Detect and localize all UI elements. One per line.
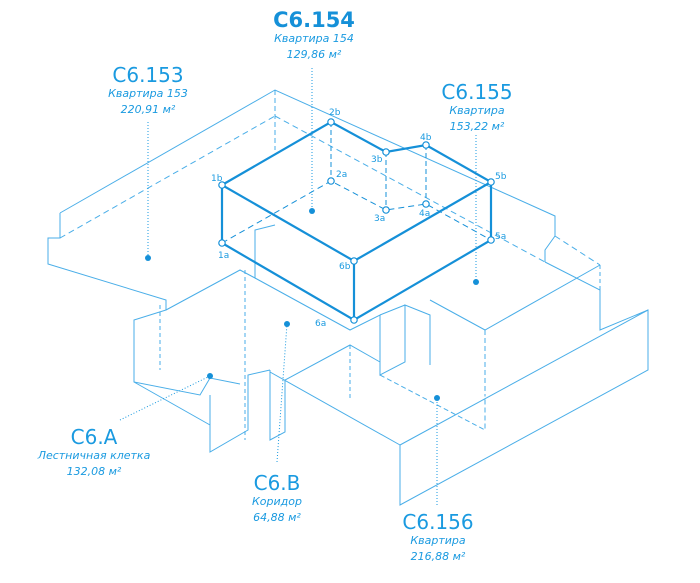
vertex-6b bbox=[350, 257, 358, 265]
room-area: 153,22 м² bbox=[449, 120, 505, 133]
room-label-c6-156[interactable]: C6.156 Квартира 216,88 м² bbox=[402, 511, 473, 565]
room-label-c6-154[interactable]: C6.154 Квартира 154 129,86 м² bbox=[273, 9, 355, 63]
vertex-5b bbox=[487, 178, 495, 186]
vertex-6a bbox=[350, 316, 358, 324]
apartment-c6-154-outline bbox=[220, 120, 494, 322]
vertex-2a bbox=[327, 177, 335, 185]
outline-c6-153 bbox=[59, 89, 556, 262]
room-code: C6.156 bbox=[402, 510, 474, 534]
vertex-4a bbox=[422, 200, 430, 208]
marker-c6-154 bbox=[309, 208, 315, 214]
room-name: Лестничная клетка bbox=[37, 449, 151, 462]
marker-c6-153 bbox=[145, 255, 151, 261]
vertex-label-1a: 1a bbox=[218, 251, 229, 261]
room-name: Коридор bbox=[252, 495, 302, 508]
room-area: 220,91 м² bbox=[120, 103, 176, 116]
vertex-2b bbox=[327, 118, 335, 126]
room-label-c6-153[interactable]: C6.153 Квартира 153 220,91 м² bbox=[108, 64, 188, 118]
vertex-3a bbox=[382, 206, 390, 214]
room-label-c6-a[interactable]: C6.A Лестничная клетка 132,08 м² bbox=[38, 426, 151, 480]
vertex-4b bbox=[422, 141, 430, 149]
room-code: C6.155 bbox=[441, 80, 513, 104]
room-code: C6.153 bbox=[112, 63, 184, 87]
vertex-3b bbox=[382, 148, 390, 156]
outline-c6-a bbox=[133, 369, 271, 453]
room-area: 64,88 м² bbox=[253, 511, 301, 524]
marker-c6-b bbox=[284, 321, 290, 327]
marker-c6-156 bbox=[434, 395, 440, 401]
vertex-points bbox=[218, 118, 495, 324]
vertex-label-5a: 5a bbox=[495, 232, 506, 242]
room-name: Квартира 154 bbox=[274, 32, 354, 45]
building-outlines bbox=[47, 89, 649, 506]
room-code: C6.B bbox=[253, 471, 301, 495]
room-area: 129,86 м² bbox=[286, 48, 342, 61]
vertex-5a bbox=[487, 236, 495, 244]
vertex-label-2b: 2b bbox=[329, 108, 341, 118]
vertex-label-6a: 6a bbox=[315, 319, 326, 329]
vertex-labels: 1a 1b 2a 2b 3a 3b 4a 4b 5a 5b 6a 6b bbox=[211, 108, 507, 329]
room-area: 132,08 м² bbox=[66, 465, 122, 478]
room-name: Квартира 153 bbox=[108, 87, 188, 100]
vertex-label-6b: 6b bbox=[339, 262, 351, 272]
vertex-label-2a: 2a bbox=[336, 170, 347, 180]
room-code: C6.A bbox=[70, 425, 118, 449]
room-name: Квартира bbox=[410, 534, 466, 547]
vertex-label-4b: 4b bbox=[420, 133, 432, 143]
room-code: C6.154 bbox=[273, 8, 355, 32]
vertex-label-3a: 3a bbox=[374, 214, 385, 224]
room-area: 216,88 м² bbox=[410, 550, 466, 563]
vertex-label-3b: 3b bbox=[371, 155, 383, 165]
marker-c6-a bbox=[207, 373, 213, 379]
room-markers bbox=[145, 208, 479, 401]
vertex-label-5b: 5b bbox=[495, 172, 507, 182]
room-label-c6-b[interactable]: C6.B Коридор 64,88 м² bbox=[252, 472, 302, 526]
leader-lines bbox=[119, 68, 477, 505]
vertex-label-4a: 4a bbox=[419, 209, 430, 219]
marker-c6-155 bbox=[473, 279, 479, 285]
room-name: Квартира bbox=[449, 104, 505, 117]
vertex-1a bbox=[218, 239, 226, 247]
outline-c6-155 bbox=[269, 261, 649, 506]
outline-c6-b bbox=[269, 344, 381, 441]
vertex-1b bbox=[218, 181, 226, 189]
vertex-label-1b: 1b bbox=[211, 174, 223, 184]
room-label-c6-155[interactable]: C6.155 Квартира 153,22 м² bbox=[441, 81, 512, 135]
